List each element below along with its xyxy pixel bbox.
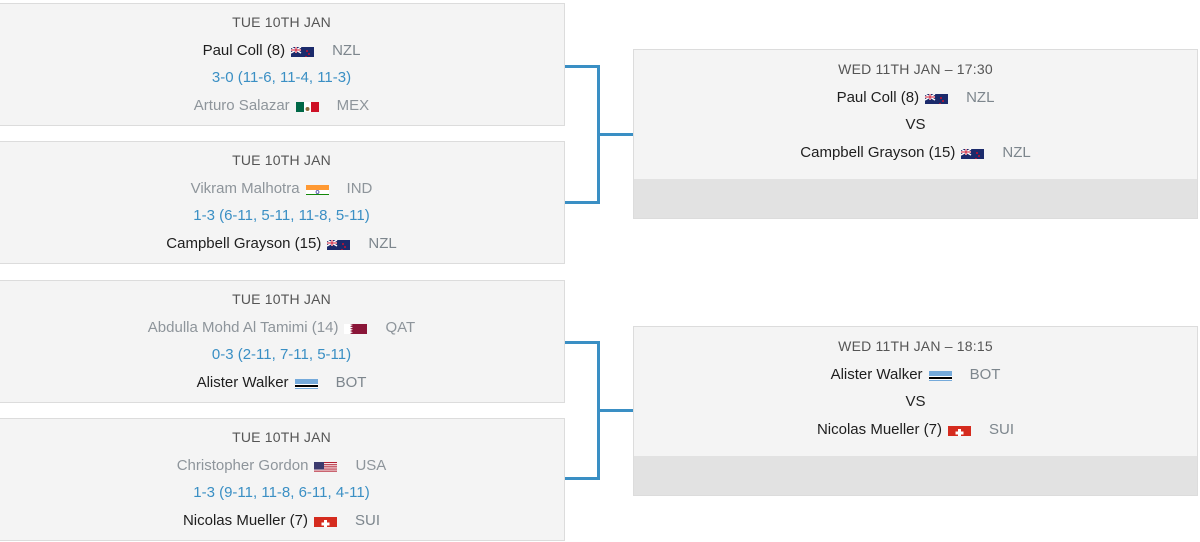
- match-date: TUE 10TH JAN: [232, 14, 331, 30]
- versus-label: VS: [905, 116, 926, 133]
- bracket-connector: [565, 201, 599, 204]
- player-row-winner: Alister Walker BOT: [0, 369, 564, 397]
- match-card-r1-1[interactable]: TUE 10TH JAN Paul Coll (8) NZL 3-0 (11-6…: [0, 3, 565, 126]
- match-date: TUE 10TH JAN: [232, 291, 331, 307]
- player-country: SUI: [989, 420, 1015, 438]
- nzl-flag-icon: [291, 43, 315, 58]
- match-score: 1-3 (6-11, 5-11, 11-8, 5-11): [193, 207, 370, 224]
- player-row-loser: Vikram Malhotra IND: [0, 175, 564, 203]
- player-name[interactable]: Alister Walker: [196, 373, 289, 391]
- match-card-r1-3[interactable]: TUE 10TH JAN Abdulla Mohd Al Tamimi (14)…: [0, 280, 565, 403]
- match-card-r2-1[interactable]: WED 11TH JAN – 17:30 Paul Coll (8) NZL V…: [633, 49, 1198, 219]
- player-country: IND: [346, 179, 373, 197]
- player-country: NZL: [368, 234, 397, 252]
- nzl-flag-icon: [327, 236, 351, 251]
- bracket-connector: [565, 65, 599, 68]
- versus-label: VS: [905, 393, 926, 410]
- match-card-r2-2[interactable]: WED 11TH JAN – 18:15 Alister Walker BOT …: [633, 326, 1198, 496]
- match-score: 1-3 (9-11, 11-8, 6-11, 4-11): [193, 484, 370, 501]
- player-name[interactable]: Nicolas Mueller (7): [816, 420, 943, 438]
- match-card-r1-4[interactable]: TUE 10TH JAN Christopher Gordon USA 1-3 …: [0, 418, 565, 541]
- sui-flag-icon: [314, 513, 338, 528]
- bot-flag-icon: [294, 375, 318, 390]
- player-country: USA: [355, 456, 387, 474]
- player-country: BOT: [335, 373, 367, 391]
- player-name[interactable]: Abdulla Mohd Al Tamimi (14): [147, 318, 339, 336]
- player-name[interactable]: Christopher Gordon: [176, 456, 309, 474]
- bracket-connector: [565, 477, 599, 480]
- match-date: WED 11TH JAN – 17:30: [838, 61, 993, 77]
- player-row-loser: Arturo Salazar MEX: [0, 92, 564, 120]
- player-name[interactable]: Paul Coll (8): [836, 88, 920, 106]
- nzl-flag-icon: [925, 90, 949, 105]
- bracket-connector: [597, 133, 633, 136]
- player-name[interactable]: Arturo Salazar: [193, 96, 290, 114]
- match-card-r1-2[interactable]: TUE 10TH JAN Vikram Malhotra IND 1-3 (6-…: [0, 141, 565, 264]
- match-date: TUE 10TH JAN: [232, 152, 331, 168]
- player-row: Campbell Grayson (15) NZL: [634, 139, 1197, 167]
- player-name[interactable]: Nicolas Mueller (7): [182, 511, 309, 529]
- player-country: SUI: [355, 511, 381, 529]
- player-name[interactable]: Vikram Malhotra: [190, 179, 300, 197]
- player-name[interactable]: Campbell Grayson (15): [800, 143, 956, 161]
- player-row: Nicolas Mueller (7) SUI: [634, 416, 1197, 444]
- player-row-winner: Nicolas Mueller (7) SUI: [0, 507, 564, 535]
- sui-flag-icon: [948, 422, 972, 437]
- usa-flag-icon: [314, 458, 338, 473]
- nzl-flag-icon: [961, 145, 985, 160]
- player-country: NZL: [966, 88, 995, 106]
- player-country: NZL: [332, 41, 361, 59]
- player-name[interactable]: Paul Coll (8): [202, 41, 286, 59]
- player-row: Alister Walker BOT: [634, 361, 1197, 389]
- qat-flag-icon: [344, 320, 368, 335]
- match-card-footer: [634, 179, 1197, 218]
- bracket-connector: [565, 341, 599, 344]
- player-name[interactable]: Alister Walker: [830, 365, 923, 383]
- player-country: BOT: [969, 365, 1001, 383]
- player-row-loser: Abdulla Mohd Al Tamimi (14) QAT: [0, 314, 564, 342]
- match-date: WED 11TH JAN – 18:15: [838, 338, 993, 354]
- player-row: Paul Coll (8) NZL: [634, 84, 1197, 112]
- player-country: NZL: [1002, 143, 1031, 161]
- player-row-winner: Campbell Grayson (15) NZL: [0, 230, 564, 258]
- ind-flag-icon: [305, 181, 329, 196]
- match-score: 3-0 (11-6, 11-4, 11-3): [211, 69, 352, 86]
- match-card-footer: [634, 456, 1197, 495]
- mex-flag-icon: [295, 98, 319, 113]
- player-country: MEX: [336, 96, 370, 114]
- bracket-connector: [597, 409, 633, 412]
- match-date: TUE 10TH JAN: [232, 429, 331, 445]
- match-score: 0-3 (2-11, 7-11, 5-11): [211, 346, 352, 363]
- player-row-loser: Christopher Gordon USA: [0, 452, 564, 480]
- player-country: QAT: [385, 318, 416, 336]
- bot-flag-icon: [928, 367, 952, 382]
- player-name[interactable]: Campbell Grayson (15): [166, 234, 322, 252]
- player-row-winner: Paul Coll (8) NZL: [0, 37, 564, 65]
